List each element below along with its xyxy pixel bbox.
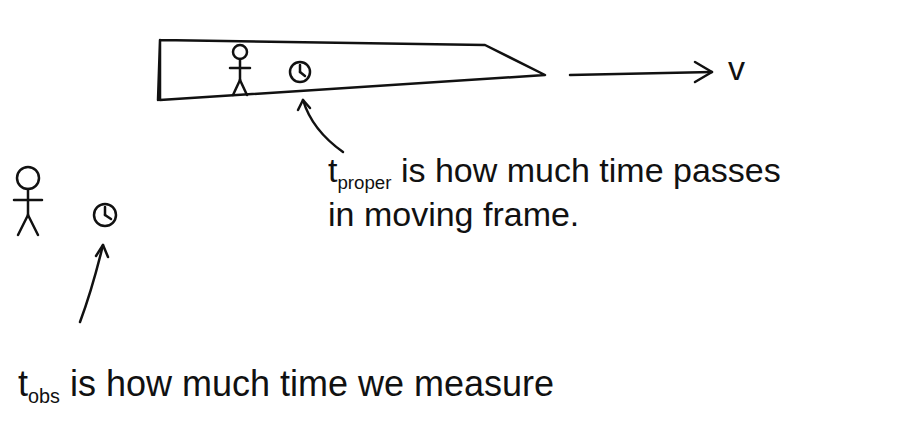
leader-arrowhead bbox=[96, 245, 108, 257]
clock-symbol bbox=[290, 62, 310, 82]
velocity-label: v bbox=[728, 48, 745, 89]
clock-symbol bbox=[94, 204, 116, 226]
note: tobs is how much time we measure bbox=[18, 362, 554, 409]
note-text: is how much time passes in moving frame. bbox=[328, 151, 781, 233]
stick-figure bbox=[230, 45, 250, 95]
moving-frame bbox=[158, 40, 545, 100]
velocity-label: v bbox=[728, 49, 745, 87]
subscript: proper bbox=[337, 172, 391, 193]
symbol: t bbox=[328, 151, 337, 189]
note-text: is how much time we measure bbox=[70, 363, 554, 404]
symbol: t bbox=[18, 363, 28, 404]
leader-arrowhead bbox=[298, 100, 310, 110]
note: tproper is how much time passes in movin… bbox=[328, 150, 798, 235]
velocity-arrow bbox=[570, 62, 712, 82]
stick-figure bbox=[14, 167, 42, 235]
leader-line bbox=[80, 245, 103, 322]
subscript: obs bbox=[28, 385, 60, 407]
